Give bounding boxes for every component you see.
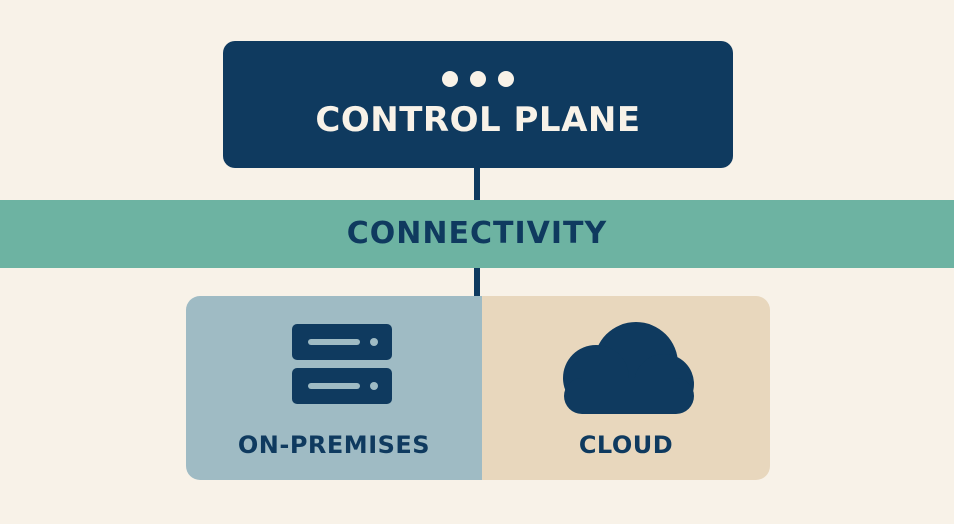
server-icon — [292, 324, 392, 404]
cloud-label: CLOUD — [578, 431, 674, 459]
dot — [498, 71, 514, 87]
connector-line-top — [474, 168, 480, 200]
three-dots-icon — [223, 71, 733, 87]
control-plane-box: CONTROL PLANE — [223, 41, 733, 168]
environments-panel: ON-PREMISES CLOUD — [186, 296, 770, 480]
dot — [442, 71, 458, 87]
cloud-section: CLOUD — [482, 296, 770, 480]
connectivity-band: CONNECTIVITY — [0, 200, 954, 268]
connector-line-bottom — [474, 268, 480, 296]
control-plane-title: CONTROL PLANE — [315, 100, 641, 140]
dot — [470, 71, 486, 87]
on-premises-section: ON-PREMISES — [186, 296, 482, 480]
on-premises-label: ON-PREMISES — [237, 431, 431, 459]
cloud-icon — [563, 322, 694, 414]
connectivity-label: CONNECTIVITY — [346, 216, 608, 251]
